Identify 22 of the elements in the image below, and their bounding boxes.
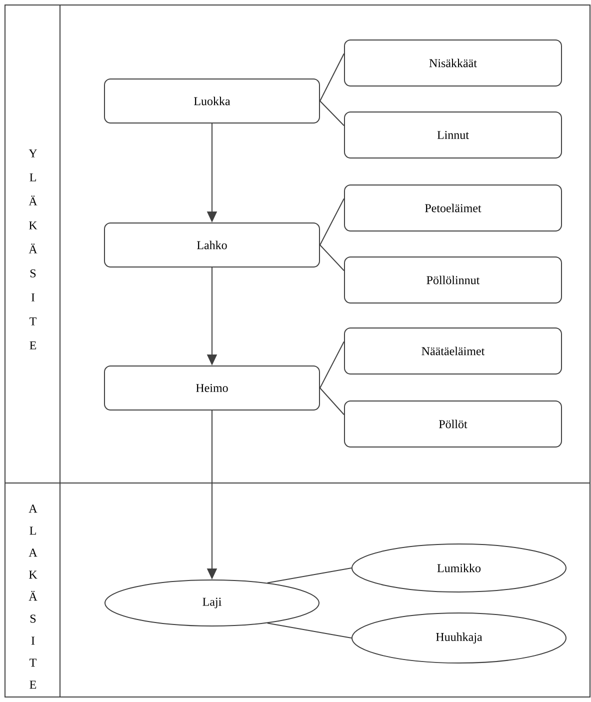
- rounded-box: Heimo: [104, 366, 320, 410]
- rounded-box: Pöllöt: [344, 400, 562, 448]
- vertical-label: ALAKÄSITE: [28, 504, 38, 689]
- connector-line: [266, 568, 352, 584]
- vertical-label: YLÄKÄSITE: [28, 149, 38, 350]
- ellipse-node: Lumikko: [352, 544, 566, 592]
- connector-line: [320, 244, 344, 272]
- ellipse-node: Laji: [104, 580, 320, 626]
- rounded-box: Nisäkkäät: [344, 40, 562, 86]
- rounded-box: Luokka: [104, 78, 320, 124]
- connector-line: [320, 198, 344, 246]
- ellipse-node: Huuhkaja: [352, 612, 566, 664]
- rounded-box: Petoeläimet: [344, 184, 562, 232]
- connector-line: [320, 341, 344, 388]
- connector-line: [266, 622, 352, 638]
- connector-line: [320, 53, 344, 102]
- rounded-box: Linnut: [344, 112, 562, 158]
- connector-line: [320, 388, 344, 416]
- rounded-box: Pöllölinnut: [344, 256, 562, 304]
- rounded-box: Näätäeläimet: [344, 328, 562, 374]
- rounded-box: Lahko: [104, 222, 320, 268]
- connector-line: [320, 100, 344, 126]
